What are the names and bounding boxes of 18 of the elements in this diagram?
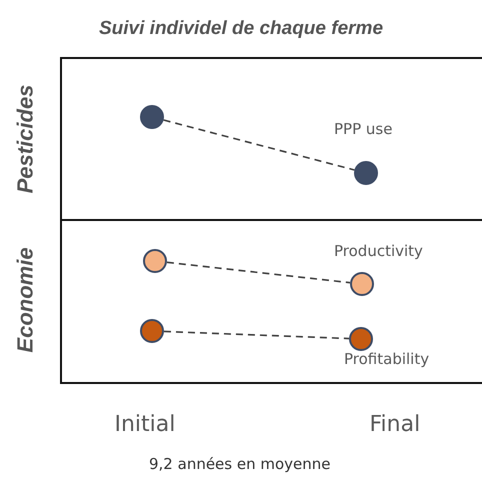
data-point	[140, 319, 164, 343]
caption: 9,2 années en moyenne	[149, 455, 331, 473]
data-point	[349, 327, 373, 351]
panel-heading: Economie	[12, 247, 38, 353]
series-label: Productivity	[334, 242, 423, 260]
series-label: PPP use	[334, 120, 392, 138]
data-point	[140, 105, 164, 129]
data-point	[143, 249, 167, 273]
data-point	[350, 272, 374, 296]
diagram-title: Suivi individel de chaque ferme	[98, 18, 384, 40]
axis-label: Initial	[114, 412, 176, 437]
series-label: Profitability	[344, 350, 430, 368]
connector-line	[164, 330, 350, 340]
panel-heading: Pesticides	[12, 84, 38, 194]
data-point	[354, 161, 378, 185]
connector-line	[163, 119, 355, 171]
axis-label: Final	[370, 412, 420, 437]
connector-line	[166, 262, 350, 284]
